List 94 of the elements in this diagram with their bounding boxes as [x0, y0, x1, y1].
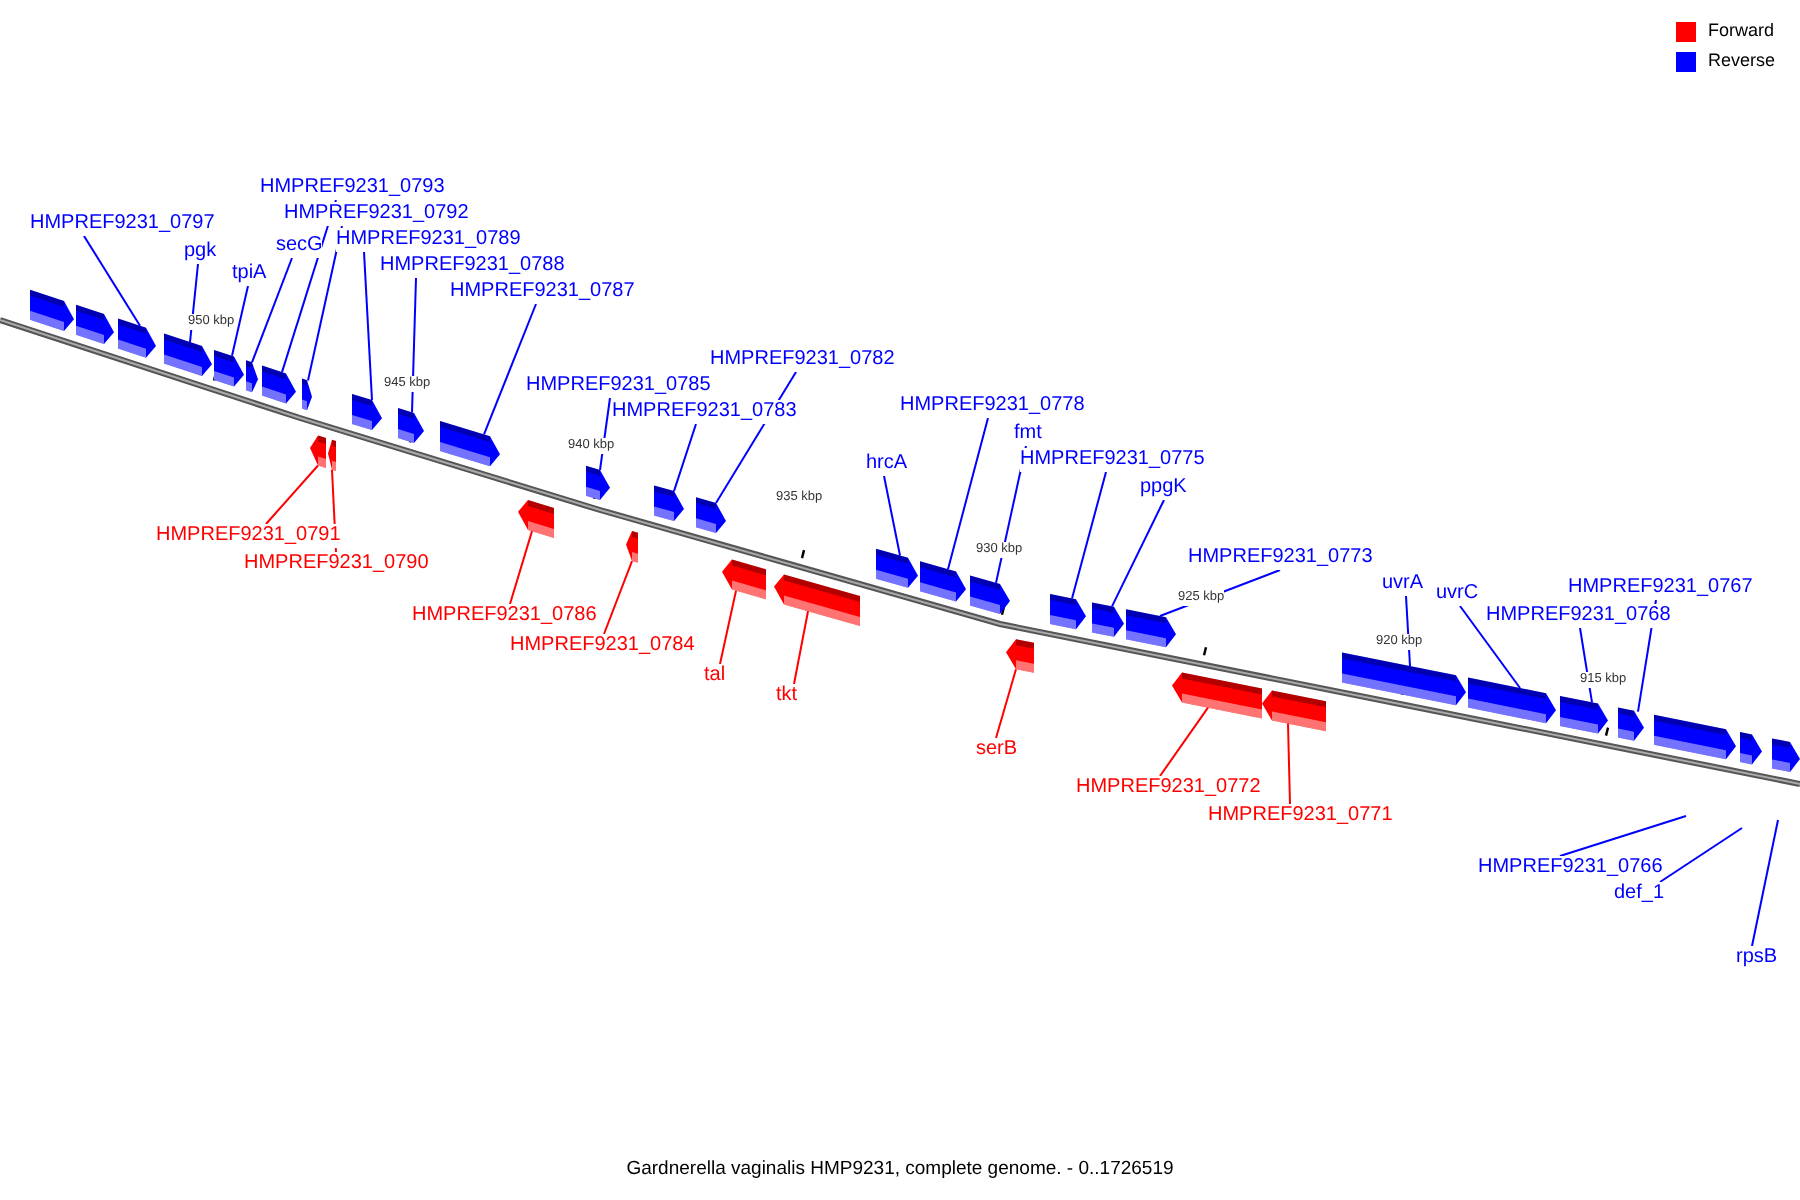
leader-line: [793, 610, 809, 685]
gene-block: [1772, 738, 1800, 772]
gene-block: [920, 561, 966, 602]
gene-label: HMPREF9231_0785: [526, 374, 711, 398]
gene-block: [328, 439, 336, 472]
gene-block: [1468, 677, 1556, 724]
legend-label: Reverse: [1708, 50, 1776, 72]
gene-block: [722, 559, 766, 600]
gene-label: pgk: [184, 240, 217, 264]
gene-label: HMPREF9231_0767: [1568, 576, 1753, 600]
gene-label: hrcA: [866, 452, 908, 476]
gene-label: HMPREF9231_0786: [412, 604, 597, 628]
gene-block: [1618, 707, 1644, 741]
gene-label: HMPREF9231_0789: [336, 228, 521, 252]
gene-block: [1092, 602, 1124, 637]
leader-line: [1071, 471, 1107, 600]
leader-line: [83, 235, 141, 327]
gene-block: [352, 393, 382, 431]
leader-line: [603, 560, 633, 635]
gene-label: HMPREF9231_0771: [1208, 804, 1393, 828]
caption: Gardnerella vaginalis HMP9231, complete genome. - 0..1726519: [624, 1158, 1176, 1180]
gene-block: [876, 548, 918, 588]
gene-label: HMPREF9231_0792: [284, 202, 469, 226]
gene-block: [1654, 714, 1736, 760]
gene-block: [164, 333, 212, 376]
gene-label: HMPREF9231_0773: [1188, 546, 1373, 570]
gene-block: [118, 318, 156, 358]
gene-label: fmt: [1014, 422, 1042, 446]
leader-line: [673, 423, 697, 493]
gene-label: HMPREF9231_0775: [1020, 448, 1205, 472]
gene-block: [586, 465, 610, 500]
gene-block: [440, 420, 500, 467]
gene-label: HMPREF9231_0797: [30, 212, 215, 236]
leader-line: [883, 475, 901, 557]
gene-block: [696, 497, 726, 534]
gene-label: HMPREF9231_0766: [1478, 856, 1663, 880]
gene-label: HMPREF9231_0791: [156, 524, 341, 548]
leader-line: [251, 257, 293, 364]
leader-line: [509, 530, 533, 605]
gene-block: [246, 360, 258, 393]
leader-line: [411, 277, 417, 414]
leader-line: [1111, 499, 1165, 608]
gene-block: [1050, 594, 1086, 630]
gene-block: [970, 575, 1010, 614]
gene-label: HMPREF9231_0790: [244, 552, 429, 576]
gene-label: HMPREF9231_0778: [900, 394, 1085, 418]
leader-line: [483, 303, 537, 436]
leader-line: [1405, 595, 1411, 667]
gene-block: [1560, 696, 1608, 734]
gene-block: [626, 531, 638, 563]
leader-line: [947, 417, 989, 571]
leader-line: [719, 589, 737, 665]
gene-block: [262, 365, 296, 404]
gene-label: ppgK: [1140, 476, 1187, 500]
leader-line: [265, 464, 319, 525]
leader-line: [363, 251, 373, 402]
gene-block: [1262, 690, 1326, 732]
leader-line: [189, 263, 199, 344]
gene-label: tpiA: [232, 262, 267, 286]
gene-block: [302, 378, 312, 411]
leader-line: [1559, 815, 1687, 857]
gene-block: [76, 304, 114, 344]
gene-block: [774, 574, 860, 627]
gene-label: HMPREF9231_0793: [260, 176, 445, 200]
gene-block: [1342, 652, 1466, 706]
leader-line: [1579, 627, 1593, 704]
gene-block: [398, 408, 424, 443]
gene-label: HMPREF9231_0787: [450, 280, 635, 304]
gene-label: HMPREF9231_0768: [1486, 604, 1671, 628]
gene-label: uvrC: [1436, 582, 1479, 606]
gene-block: [1006, 639, 1034, 673]
leader-line: [995, 668, 1017, 739]
gene-label: rpsB: [1736, 946, 1778, 970]
gene-block: [654, 485, 684, 522]
gene-block: [30, 289, 74, 331]
leader-line: [231, 285, 249, 357]
leader-line: [1287, 722, 1291, 805]
leader-line: [1459, 605, 1521, 689]
leader-line: [1159, 706, 1209, 777]
legend-label: Forward: [1708, 20, 1775, 42]
leader-line: [599, 397, 611, 471]
gene-block: [518, 499, 554, 538]
gene-block: [1740, 732, 1762, 765]
gene-block: [1172, 672, 1262, 719]
gene-label: HMPREF9231_0788: [380, 254, 565, 278]
gene-label: HMPREF9231_0772: [1076, 776, 1261, 800]
gene-block: [1126, 609, 1176, 648]
leader-line: [1659, 827, 1743, 883]
leader-line: [1751, 819, 1779, 947]
gene-label: HMPREF9231_0784: [510, 634, 695, 658]
gene-label: HMPREF9231_0782: [710, 348, 895, 372]
gene-label: def_1: [1614, 882, 1665, 906]
gene-label: HMPREF9231_0783: [612, 400, 797, 424]
gene-label: secG: [276, 234, 323, 258]
